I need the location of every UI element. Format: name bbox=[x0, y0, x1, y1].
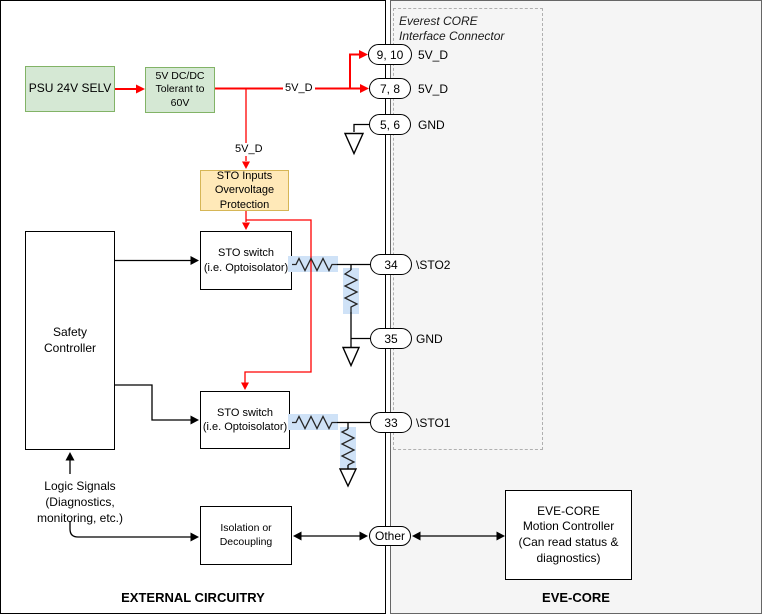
dcdc-block: 5V DC/DC Tolerant to 60V bbox=[145, 67, 215, 113]
motion-controller-block: EVE-CORE Motion Controller (Can read sta… bbox=[505, 490, 632, 580]
motion-label-line4: diagnostics) bbox=[536, 550, 601, 565]
pin-other-id: Other bbox=[374, 529, 405, 543]
sto-switch-bottom-line2: (i.e. Optoisolator) bbox=[202, 421, 288, 433]
pin-35: 35 bbox=[370, 328, 412, 349]
pin-7-8: 7, 8 bbox=[369, 78, 411, 99]
isolation-label-line1: Isolation or bbox=[220, 521, 272, 534]
psu-block: PSU 24V SELV bbox=[25, 66, 115, 112]
pin-9-10-signal: 5V_D bbox=[418, 47, 449, 62]
pin-9-10-id: 9, 10 bbox=[376, 47, 404, 62]
pin-other: Other bbox=[369, 526, 411, 546]
safety-label-line2: Controller bbox=[43, 340, 97, 355]
logic-signals-note: Logic Signals (Diagnostics, monitoring, … bbox=[25, 478, 135, 526]
net-label-5vd-vertical: 5V_D bbox=[233, 143, 265, 156]
sto-switch-top-line1: STO switch bbox=[217, 247, 275, 260]
sto-switch-top-line2: (i.e. Optoisolator) bbox=[203, 261, 289, 274]
pin-33-id: 33 bbox=[384, 415, 398, 430]
motion-label-line3: (Can read status & bbox=[518, 535, 619, 549]
external-circuitry-label: EXTERNAL CIRCUITRY bbox=[121, 589, 265, 605]
pin-5-6-signal: GND bbox=[418, 117, 445, 132]
pin-35-id: 35 bbox=[384, 331, 398, 346]
motion-label-line2: Motion Controller bbox=[522, 519, 615, 534]
dcdc-label-line1: 5V DC/DC bbox=[155, 69, 205, 82]
pin-7-8-signal: 5V_D bbox=[418, 81, 449, 96]
pin-35-signal: GND bbox=[416, 331, 443, 346]
pin-33: 33 bbox=[370, 412, 412, 433]
ovp-label-line1: STO Inputs bbox=[216, 170, 273, 183]
evecore-label: EVE-CORE bbox=[542, 589, 610, 605]
safety-label-line1: Safety bbox=[52, 324, 88, 339]
pin-9-10: 9, 10 bbox=[368, 44, 412, 65]
isolation-block: Isolation or Decoupling bbox=[200, 506, 292, 565]
pin-5-6: 5, 6 bbox=[369, 114, 411, 135]
interface-connector-boundary bbox=[393, 8, 543, 450]
pin-33-signal: \STO1 bbox=[416, 415, 451, 430]
pin-34-id: 34 bbox=[384, 257, 398, 272]
safety-controller-block: Safety Controller bbox=[25, 231, 115, 450]
pin-5-6-id: 5, 6 bbox=[379, 117, 400, 132]
connector-title-line1: Everest CORE bbox=[399, 14, 478, 28]
logic-note-line1: Logic Signals bbox=[44, 479, 116, 493]
pin-7-8-id: 7, 8 bbox=[379, 81, 400, 96]
logic-note-line3: monitoring, etc.) bbox=[36, 511, 124, 525]
motion-label-line1: EVE-CORE bbox=[537, 503, 600, 518]
ovp-label-line3: Protection bbox=[219, 198, 270, 211]
ovp-label-line2: Overvoltage bbox=[214, 184, 275, 197]
sto-switch-bottom-line1: STO switch bbox=[216, 406, 274, 419]
dcdc-label-line2: Tolerant to 60V bbox=[155, 83, 205, 109]
isolation-label-line2: Decoupling bbox=[219, 535, 273, 548]
connector-title-line2: Interface Connector bbox=[399, 29, 505, 43]
sto-switch-top-block: STO switch (i.e. Optoisolator) bbox=[200, 231, 292, 290]
psu-label: PSU 24V SELV bbox=[28, 81, 112, 96]
connector-title: Everest CORE Interface Connector bbox=[399, 14, 504, 44]
pin-34: 34 bbox=[370, 254, 412, 275]
logic-note-line2: (Diagnostics, bbox=[45, 495, 115, 509]
net-label-5vd-horizontal: 5V_D bbox=[283, 82, 315, 95]
overvoltage-protection-block: STO Inputs Overvoltage Protection bbox=[200, 170, 289, 211]
sto-switch-bottom-block: STO switch (i.e. Optoisolator) bbox=[200, 391, 290, 449]
pin-34-signal: \STO2 bbox=[416, 257, 451, 272]
